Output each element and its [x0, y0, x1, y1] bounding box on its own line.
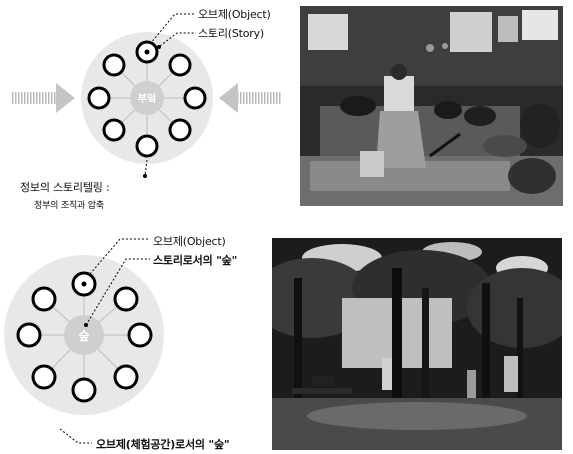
center-label: 부엌 — [138, 92, 156, 105]
node — [168, 53, 192, 77]
arrow-left-icon — [12, 83, 75, 113]
node — [113, 364, 139, 390]
arrow-right-icon — [219, 83, 282, 113]
photo-museum-kitchen — [300, 6, 563, 206]
node — [127, 322, 153, 348]
leader-story — [159, 32, 196, 47]
center-node — [64, 315, 104, 355]
diagram-forest: 숲 — [4, 238, 164, 444]
node — [168, 118, 192, 142]
label-story-top: 스토리(Story) — [198, 27, 265, 40]
node — [87, 86, 111, 110]
node — [31, 286, 57, 312]
object-dot — [144, 49, 150, 55]
node — [183, 86, 207, 110]
label-object-bottom: 오브제(Object) — [153, 235, 226, 248]
label-object-top: 오브제(Object) — [198, 8, 271, 21]
caption-bottom: 오브제(체험공간)로서의 "숲" — [96, 438, 230, 451]
node — [31, 364, 57, 390]
object-dot — [81, 281, 87, 287]
node — [102, 53, 126, 77]
diagram-museum-kitchen: 부엌 — [12, 13, 282, 178]
leader-object — [149, 13, 196, 45]
node — [71, 377, 97, 403]
photo-forest — [272, 238, 562, 450]
leader-dot — [157, 45, 161, 49]
node — [16, 322, 42, 348]
node — [135, 134, 159, 158]
leader-dot — [84, 323, 88, 327]
leader-story — [85, 258, 150, 326]
leader-dot — [143, 174, 147, 178]
leader-caption — [59, 428, 92, 444]
center-node — [130, 81, 164, 115]
caption-top-line1: 정보의 스토리텔링 : — [20, 181, 110, 194]
leader-caption — [144, 159, 148, 176]
label-story-bottom: 스토리로서의 "숲" — [153, 254, 238, 267]
caption-top-line2: 정부의 조직과 압축 — [34, 201, 104, 211]
center-label: 숲 — [78, 329, 89, 343]
node — [102, 118, 126, 142]
node — [113, 286, 139, 312]
